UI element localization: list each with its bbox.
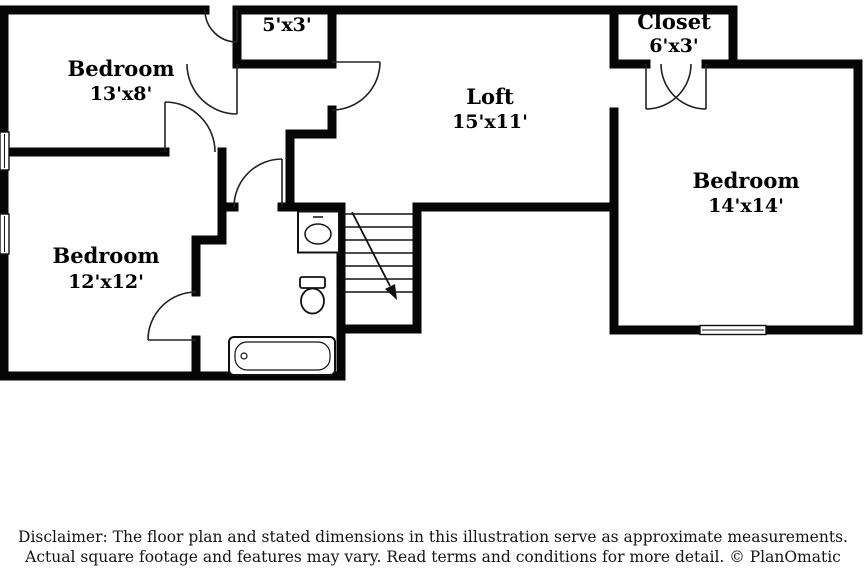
bathtub [228,336,336,376]
door-arc-closet-right-double [645,63,707,110]
disclaimer: Disclaimer: The floor plan and stated di… [0,528,866,567]
room-dims: 12'x12' [68,271,144,293]
room-label-loft: Loft 15'x11' [452,84,528,133]
room-label-closet-top-center: 5'x3' [262,14,311,36]
toilet [299,276,326,315]
room-name: Loft [466,84,514,109]
window-left-lower [0,213,10,255]
stairs-direction-line [351,211,391,287]
staircase [343,211,415,300]
door-arc-top-closet [204,9,238,43]
door-arc-loft [331,61,381,111]
room-dims: 13'x8' [90,83,153,105]
room-name: Bedroom [692,168,799,193]
door-arc-bathroom [233,158,283,208]
room-label-bedroom-left: Bedroom 12'x12' [52,243,159,293]
room-label-closet-top-right: Closet 6'x3' [637,9,711,57]
room-label-bedroom-top-left: Bedroom 13'x8' [67,56,174,105]
room-dims: 14'x14' [708,195,784,217]
room-label-bedroom-right: Bedroom 14'x14' [692,168,799,217]
vanity-sink [297,210,340,254]
window-bedroom-right [699,324,767,336]
door-arc-hallway [186,63,238,115]
door-arc-bedroom-left [147,291,197,341]
disclaimer-line2: Actual square footage and features may v… [25,547,841,566]
floor-plan-drawing: Bedroom 13'x8' 5'x3' Loft 15'x11' Closet… [0,5,863,381]
door-arc-bedroom-top-left [164,101,216,153]
room-name: Bedroom [52,243,159,268]
room-dims: 15'x11' [452,111,528,133]
room-dims: 5'x3' [262,14,311,36]
window-left-upper [0,131,10,171]
stairs-direction-arrow [385,284,397,300]
room-name: Closet [637,9,711,34]
disclaimer-line1: Disclaimer: The floor plan and stated di… [18,528,848,547]
room-name: Bedroom [67,56,174,81]
room-dims: 6'x3' [649,35,698,57]
